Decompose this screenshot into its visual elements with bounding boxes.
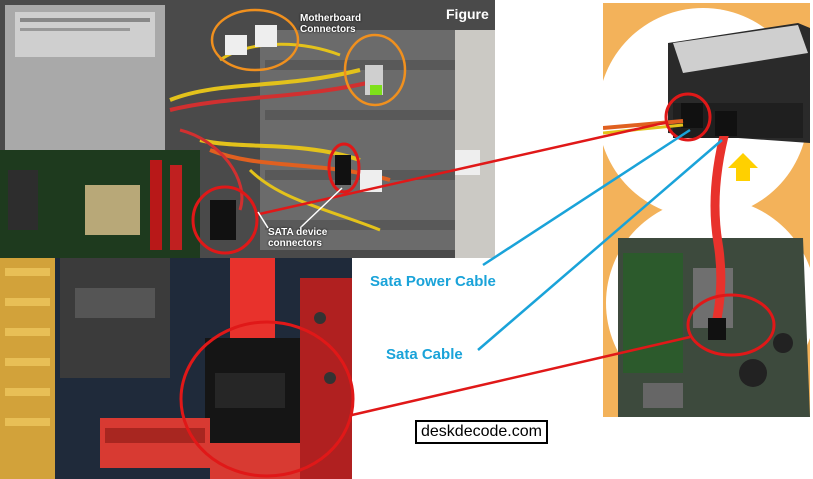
- sata-device-connectors-callout: SATA device connectors: [268, 227, 327, 249]
- callout-line-1: Motherboard: [300, 13, 362, 24]
- motherboard-connectors-callout: Motherboard Connectors: [300, 13, 361, 35]
- figure-label: Figure: [446, 6, 489, 22]
- callout-line-2: connectors: [268, 238, 322, 249]
- yellow-arrow-icon: [728, 153, 758, 181]
- site-credit: deskdecode.com: [415, 420, 548, 444]
- callout-line-2: Connectors: [300, 24, 356, 35]
- callout-line-1: SATA device: [268, 227, 328, 238]
- hdd-motherboard-photo: [603, 3, 810, 417]
- sata-power-cable-label: Sata Power Cable: [370, 273, 496, 290]
- sata-cable-label: Sata Cable: [386, 346, 463, 363]
- sata-closeup-photo: [0, 258, 352, 479]
- pc-case-photo: [0, 0, 495, 258]
